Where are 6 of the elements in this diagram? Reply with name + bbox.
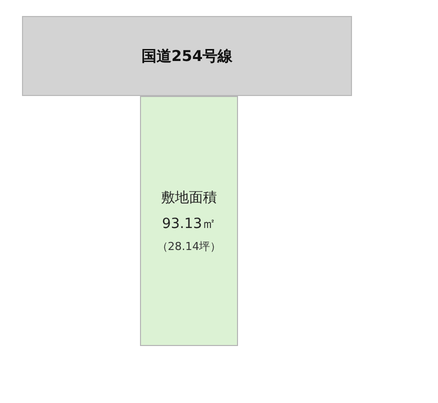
- land-lot-box: [140, 96, 238, 346]
- area-heading: 敷地面積: [161, 188, 217, 206]
- area-tsubo: （28.14坪）: [156, 238, 222, 254]
- road-band: [22, 16, 352, 96]
- road-name: 国道254号線: [141, 46, 233, 66]
- area-value: 93.13㎡: [162, 214, 216, 232]
